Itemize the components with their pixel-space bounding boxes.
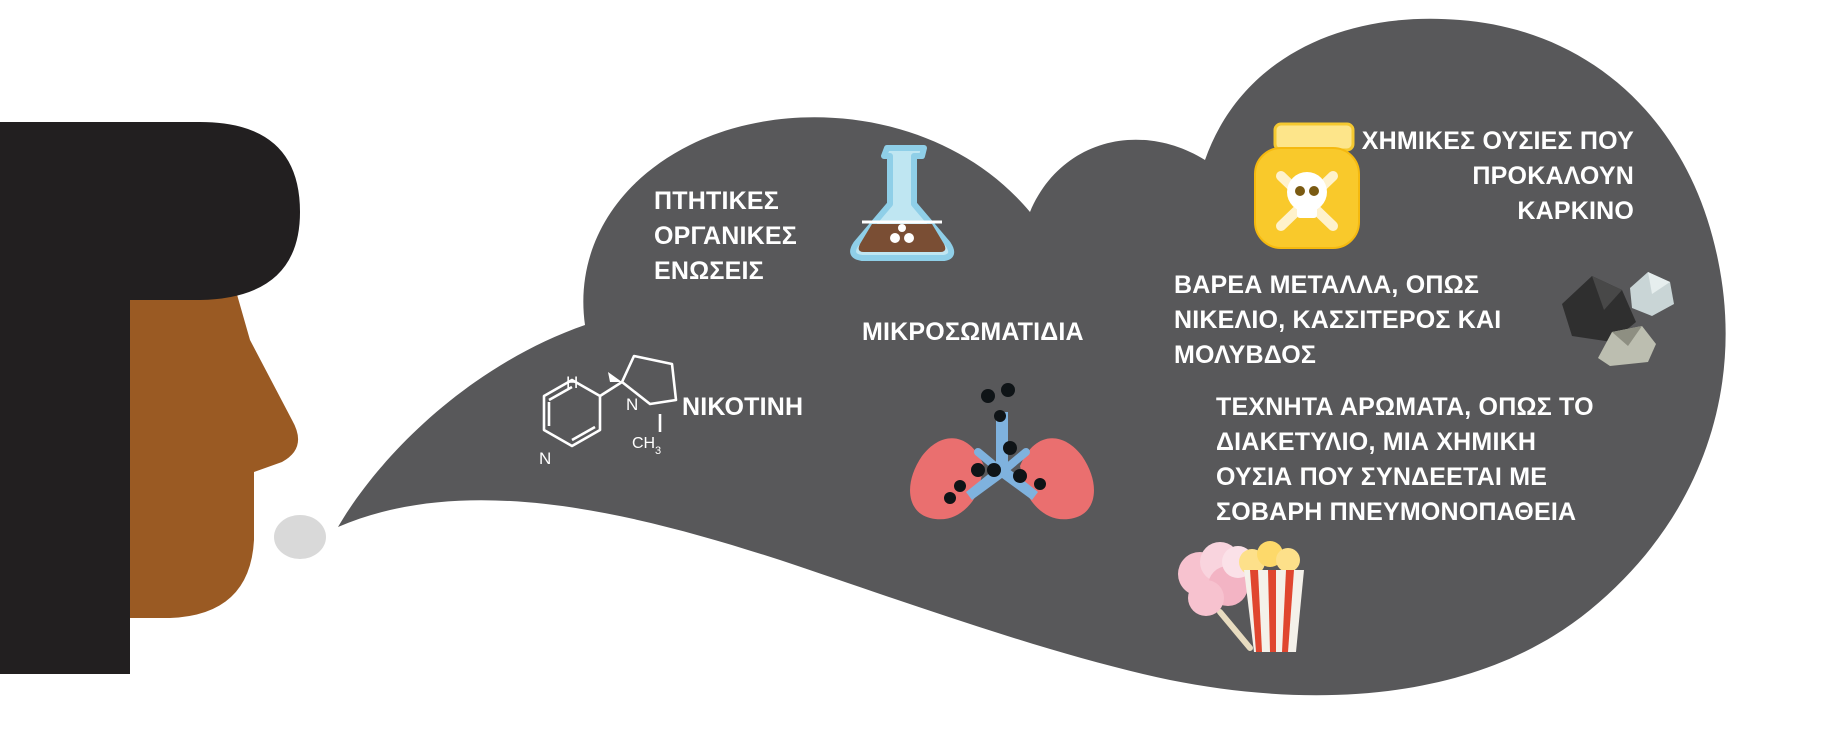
- label-flavorings-line-1: ΤΕΧΝΗΤΑ ΑΡΩΜΑΤΑ, ΟΠΩΣ ΤΟ: [1216, 393, 1594, 421]
- methyl-subscript: 3: [655, 445, 661, 457]
- label-flavorings: ΤΕΧΝΗΤΑ ΑΡΩΜΑΤΑ, ΟΠΩΣ ΤΟ ΔΙΑΚΕΤΥΛΙΟ, ΜΙΑ…: [1216, 390, 1594, 530]
- nicotine-atom-labels: H N N CH 3: [539, 373, 661, 468]
- label-flavorings-line-4: ΣΟΒΑΡΗ ΠΝΕΥΜΟΝΟΠΑΘΕΙΑ: [1216, 498, 1577, 526]
- label-voc-line-2: ΟΡΓΑΝΙΚΕΣ: [654, 222, 798, 250]
- nicotine-molecule-icon: [542, 354, 678, 448]
- label-metals-line-2: ΝΙΚΕΛΙΟ, ΚΑΣΣΙΤΕΡΟΣ ΚΑΙ: [1174, 306, 1502, 334]
- label-carcinogens-line-3: ΚΑΡΚΙΝΟ: [1517, 197, 1634, 225]
- flask-icon: [850, 145, 955, 261]
- atom-h: H: [566, 373, 578, 392]
- cotton-candy-popcorn-icon: [1178, 541, 1304, 652]
- label-carcinogens-line-2: ΠΡΟΚΑΛΟΥΝ: [1472, 162, 1634, 190]
- label-voc-line-3: ΕΝΩΣΕΙΣ: [654, 257, 764, 285]
- head-silhouette: [0, 122, 326, 674]
- face-skin: [120, 270, 299, 618]
- label-voc-line-1: ΠΤΗΤΙΚΕΣ: [654, 187, 779, 215]
- methyl-group: CH: [632, 435, 655, 452]
- label-nicotine-line-1: ΝΙΚΟΤΙΝΗ: [682, 393, 804, 421]
- label-particles-line-1: ΜΙΚΡΟΣΩΜΑΤΙΔΙΑ: [862, 318, 1084, 346]
- label-voc: ΠΤΗΤΙΚΕΣ ΟΡΓΑΝΙΚΕΣ ΕΝΩΣΕΙΣ: [654, 184, 797, 289]
- vapor-cloud: [338, 18, 1726, 696]
- label-metals-line-1: ΒΑΡΕΑ ΜΕΤΑΛΛΑ, ΟΠΩΣ: [1174, 271, 1480, 299]
- atom-n-ring: N: [626, 395, 638, 414]
- label-particles: ΜΙΚΡΟΣΩΜΑΤΙΔΙΑ: [862, 315, 1084, 350]
- label-metals-line-3: ΜΟΛΥΒΔΟΣ: [1174, 341, 1317, 369]
- exhale-puff: [274, 515, 326, 559]
- label-flavorings-line-3: ΟΥΣΙΑ ΠΟΥ ΣΥΝΔΕΕΤΑΙ ΜΕ: [1216, 463, 1548, 491]
- hair: [0, 122, 300, 674]
- label-metals: ΒΑΡΕΑ ΜΕΤΑΛΛΑ, ΟΠΩΣ ΝΙΚΕΛΙΟ, ΚΑΣΣΙΤΕΡΟΣ …: [1174, 268, 1501, 373]
- label-carcinogens: ΧΗΜΙΚΕΣ ΟΥΣΙΕΣ ΠΟΥ ΠΡΟΚΑΛΟΥΝ ΚΑΡΚΙΝΟ: [1360, 124, 1634, 229]
- lungs-icon: [910, 383, 1094, 520]
- poison-jar-icon: [1254, 122, 1360, 249]
- heavy-metal-rocks-icon: [1562, 272, 1674, 366]
- label-carcinogens-line-1: ΧΗΜΙΚΕΣ ΟΥΣΙΕΣ ΠΟΥ: [1361, 127, 1634, 155]
- label-nicotine: ΝΙΚΟΤΙΝΗ: [682, 390, 803, 425]
- label-flavorings-line-2: ΔΙΑΚΕΤΥΛΙΟ, ΜΙΑ ΧΗΜΙΚΗ: [1216, 428, 1537, 456]
- atom-n-pyridine: N: [539, 449, 551, 468]
